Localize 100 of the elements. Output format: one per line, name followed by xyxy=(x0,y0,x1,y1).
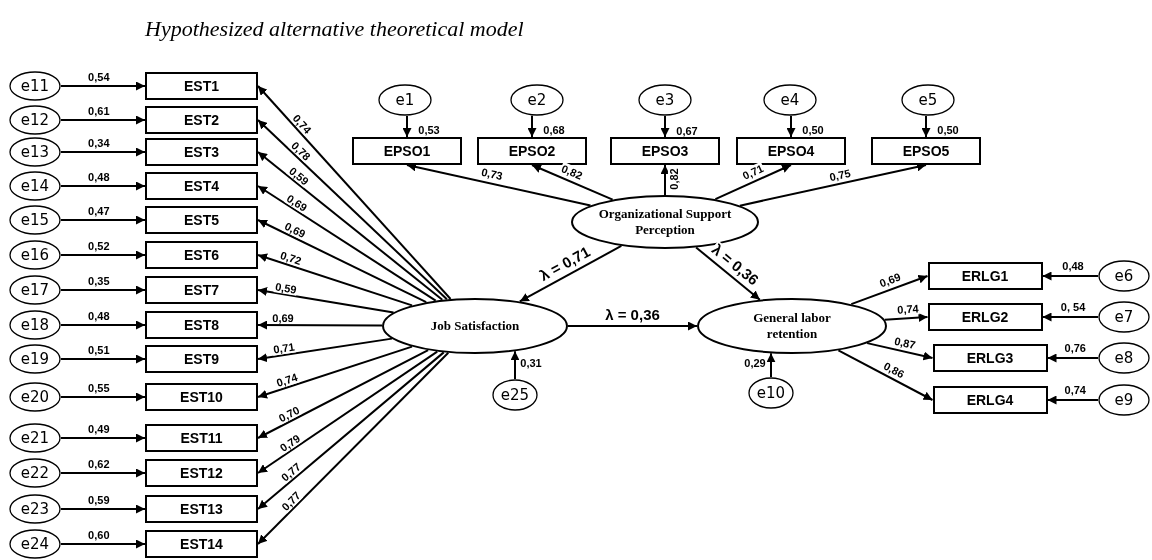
indicator-box xyxy=(145,138,258,166)
indicator-label: EPSO4 xyxy=(767,143,815,159)
indicator-label: EPSO5 xyxy=(902,143,950,159)
error-term-circle xyxy=(9,137,61,167)
arrow xyxy=(60,468,146,478)
arrow xyxy=(257,349,430,439)
indicator-label: EST5 xyxy=(184,212,219,228)
edge-label: 0,69 xyxy=(877,270,904,290)
latent-variable-label: Job Satisfaction xyxy=(430,318,520,334)
edge-label: 0,62 xyxy=(87,457,111,471)
edge-label: 0,68 xyxy=(542,124,566,137)
arrow xyxy=(660,115,670,138)
arrow xyxy=(257,185,437,302)
arrow xyxy=(1041,271,1099,281)
arrow xyxy=(695,246,761,301)
error-term-circle xyxy=(492,379,538,411)
arrow xyxy=(257,287,395,314)
error-term-label: e19 xyxy=(20,350,50,368)
arrow xyxy=(60,539,146,549)
arrow xyxy=(257,351,450,545)
indicator-label: EST6 xyxy=(184,247,219,263)
indicator-label: EST9 xyxy=(184,351,219,367)
indicator-box xyxy=(145,276,258,304)
edge-label: 0,76 xyxy=(1063,341,1087,355)
error-term-label: e9 xyxy=(1114,391,1134,409)
arrow xyxy=(257,320,383,330)
edge-label: λ = 0,36 xyxy=(604,306,661,324)
arrow xyxy=(60,285,146,295)
edge-label: 0,54 xyxy=(87,70,111,84)
error-term-label: e25 xyxy=(500,386,530,404)
indicator-box xyxy=(145,311,258,339)
edge-label: 0,50 xyxy=(936,124,960,137)
indicator-box xyxy=(145,72,258,100)
edge-label: 0,75 xyxy=(827,166,854,183)
error-term-label: e4 xyxy=(780,91,800,109)
edge-label: 0,55 xyxy=(87,381,111,395)
indicator-box xyxy=(145,106,258,134)
indicator-box xyxy=(477,137,587,165)
indicator-label: ERLG4 xyxy=(966,392,1014,408)
indicator-label: ERLG1 xyxy=(961,268,1009,284)
error-term-circle xyxy=(9,240,61,270)
indicator-box xyxy=(736,137,846,165)
indicator-label: EST3 xyxy=(184,144,219,160)
arrow xyxy=(60,320,146,330)
arrow xyxy=(766,352,776,378)
indicator-box xyxy=(145,424,258,452)
indicator-label: EST13 xyxy=(180,501,223,517)
arrow xyxy=(510,350,520,380)
arrow xyxy=(1046,395,1099,405)
indicator-label: EPSO3 xyxy=(641,143,689,159)
error-term-label: e13 xyxy=(20,143,50,161)
error-term-label: e3 xyxy=(655,91,675,109)
arrow xyxy=(60,392,146,402)
indicator-label: EST2 xyxy=(184,112,219,128)
edge-label: 0,49 xyxy=(87,422,111,436)
edge-label: 0,48 xyxy=(1061,259,1085,273)
indicator-label: EST10 xyxy=(180,389,223,405)
indicator-box xyxy=(145,383,258,411)
latent-variable-label: Organizational Support Perception xyxy=(597,206,733,238)
error-term-circle xyxy=(1098,260,1150,292)
edge-label: 0,34 xyxy=(87,136,111,150)
edge-label: 0,61 xyxy=(87,104,111,118)
arrow xyxy=(921,114,931,138)
latent-variable-ellipse xyxy=(697,298,887,354)
edge-label: 0,74 xyxy=(895,302,920,317)
error-term-circle xyxy=(9,382,61,412)
arrow xyxy=(60,81,146,91)
indicator-label: ERLG2 xyxy=(961,309,1009,325)
arrow xyxy=(257,219,428,304)
edge-label: 0,67 xyxy=(675,124,699,137)
error-term-label: e14 xyxy=(20,177,50,195)
arrow xyxy=(257,351,445,510)
edge-label: 0,74 xyxy=(1063,383,1087,397)
indicator-box xyxy=(932,386,1048,414)
edge-label: 0,29 xyxy=(743,357,767,370)
error-term-label: e2 xyxy=(527,91,547,109)
error-term-label: e16 xyxy=(20,246,50,264)
indicator-box xyxy=(927,262,1043,290)
edge-label: 0,69 xyxy=(271,312,295,325)
arrow xyxy=(60,504,146,514)
arrow xyxy=(60,181,146,191)
error-term-label: e12 xyxy=(20,111,50,129)
indicator-label: EPSO1 xyxy=(383,143,431,159)
error-term-label: e18 xyxy=(20,316,50,334)
indicator-box xyxy=(927,303,1043,331)
error-term-label: e17 xyxy=(20,281,50,299)
error-term-label: e23 xyxy=(20,500,50,518)
error-term-circle xyxy=(763,84,817,116)
edge-label: 0,72 xyxy=(277,249,304,268)
arrow xyxy=(850,274,929,306)
indicator-box xyxy=(145,530,258,558)
arrow xyxy=(866,342,934,361)
arrow xyxy=(60,147,146,157)
indicator-box xyxy=(145,206,258,234)
edge-label: 0,71 xyxy=(271,340,297,356)
edge-label: 0,35 xyxy=(87,274,111,288)
error-term-circle xyxy=(9,171,61,201)
arrow xyxy=(660,164,670,196)
arrow xyxy=(786,115,796,138)
error-term-label: e22 xyxy=(20,464,50,482)
